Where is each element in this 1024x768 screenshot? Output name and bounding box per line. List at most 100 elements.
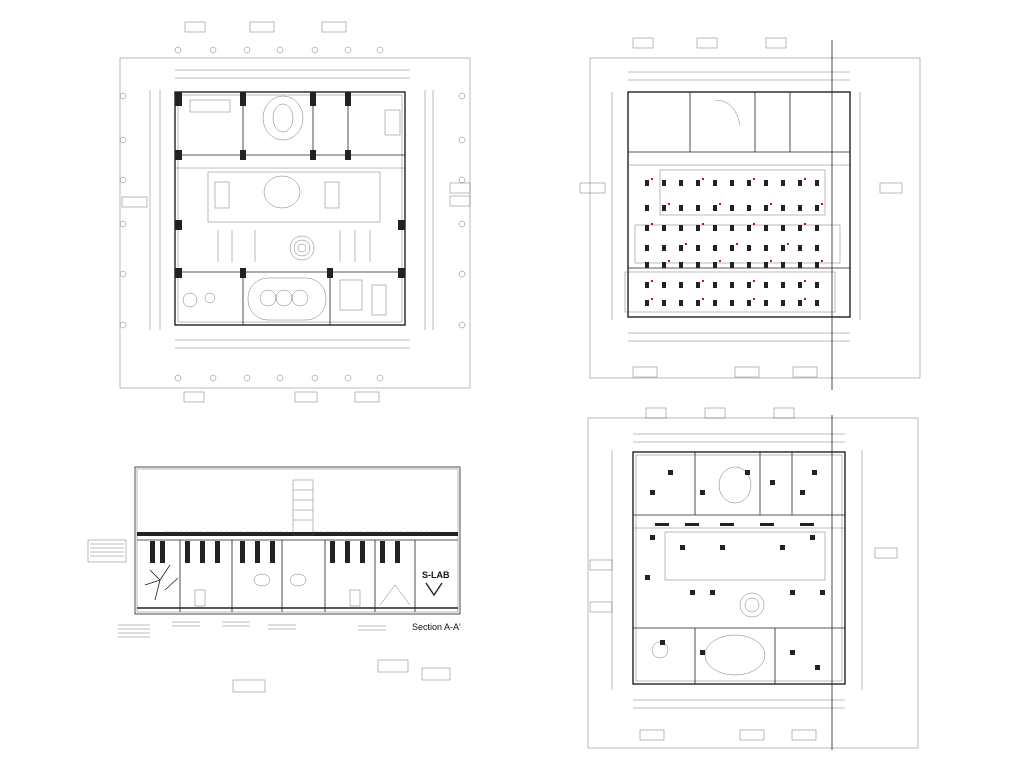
- light-fixture: [798, 282, 802, 288]
- furniture-block: [645, 575, 650, 580]
- light-fixture: [764, 245, 768, 251]
- light-fixture: [679, 282, 683, 288]
- light-marker: [804, 298, 806, 300]
- furniture-block: [720, 545, 725, 550]
- shelf-block: [685, 523, 699, 526]
- light-fixture: [730, 245, 734, 251]
- light-fixture: [662, 245, 666, 251]
- light-fixture: [747, 300, 751, 306]
- pendant-fixture: [330, 541, 335, 563]
- pendant-fixture: [270, 541, 275, 563]
- furniture-block: [745, 470, 750, 475]
- furniture-block: [668, 470, 673, 475]
- light-fixture: [696, 262, 700, 268]
- light-fixture: [798, 205, 802, 211]
- light-fixture: [679, 180, 683, 186]
- light-fixture: [730, 282, 734, 288]
- light-marker: [651, 178, 653, 180]
- light-marker: [787, 243, 789, 245]
- light-fixture: [730, 262, 734, 268]
- light-fixture: [730, 205, 734, 211]
- light-fixture: [764, 282, 768, 288]
- furniture-block: [700, 490, 705, 495]
- light-fixture: [781, 282, 785, 288]
- pendant-fixture: [200, 541, 205, 563]
- light-fixture: [764, 180, 768, 186]
- light-marker: [651, 280, 653, 282]
- light-fixture: [815, 225, 819, 231]
- s-lab-v-mark: [425, 582, 443, 597]
- light-fixture: [679, 300, 683, 306]
- shelf-block: [720, 523, 734, 526]
- light-fixture: [798, 245, 802, 251]
- light-fixture: [747, 245, 751, 251]
- pendant-fixture: [395, 541, 400, 563]
- furniture-block: [680, 545, 685, 550]
- light-fixture: [781, 180, 785, 186]
- light-marker: [668, 260, 670, 262]
- light-fixture: [696, 180, 700, 186]
- light-fixture: [747, 180, 751, 186]
- light-marker: [770, 260, 772, 262]
- light-fixture: [713, 262, 717, 268]
- light-marker: [668, 203, 670, 205]
- light-marker: [821, 203, 823, 205]
- light-fixture: [815, 205, 819, 211]
- pendant-fixture: [160, 541, 165, 563]
- light-fixture: [730, 180, 734, 186]
- light-marker: [651, 223, 653, 225]
- light-fixture: [781, 205, 785, 211]
- pendant-fixture: [380, 541, 385, 563]
- furniture-block: [770, 480, 775, 485]
- light-fixture: [696, 300, 700, 306]
- light-fixture: [798, 262, 802, 268]
- light-fixture: [662, 262, 666, 268]
- light-marker: [702, 298, 704, 300]
- light-marker: [753, 223, 755, 225]
- light-fixture: [662, 300, 666, 306]
- light-marker: [651, 298, 653, 300]
- light-marker: [685, 243, 687, 245]
- light-fixture: [713, 205, 717, 211]
- light-marker: [702, 223, 704, 225]
- light-marker: [719, 260, 721, 262]
- light-marker: [753, 178, 755, 180]
- light-fixture: [645, 225, 649, 231]
- light-fixture: [713, 282, 717, 288]
- furniture-block: [650, 490, 655, 495]
- pendant-fixture: [360, 541, 365, 563]
- pendant-fixture: [345, 541, 350, 563]
- light-fixture: [696, 245, 700, 251]
- light-fixture: [713, 180, 717, 186]
- light-fixture: [815, 282, 819, 288]
- light-fixture: [645, 180, 649, 186]
- light-fixture: [730, 225, 734, 231]
- light-fixture: [662, 205, 666, 211]
- furniture-block: [800, 490, 805, 495]
- light-fixture: [815, 245, 819, 251]
- light-fixture: [662, 225, 666, 231]
- light-marker: [719, 203, 721, 205]
- light-fixture: [815, 180, 819, 186]
- light-fixture: [713, 225, 717, 231]
- light-fixture: [764, 205, 768, 211]
- furniture-block: [812, 470, 817, 475]
- light-fixture: [764, 300, 768, 306]
- floor-plan: [119, 21, 471, 403]
- light-fixture: [679, 245, 683, 251]
- light-marker: [821, 260, 823, 262]
- light-fixture: [679, 225, 683, 231]
- furniture-block: [815, 665, 820, 670]
- light-marker: [702, 178, 704, 180]
- light-fixture: [662, 180, 666, 186]
- light-fixture: [798, 300, 802, 306]
- furniture-block: [790, 650, 795, 655]
- light-fixture: [781, 262, 785, 268]
- light-fixture: [645, 300, 649, 306]
- furniture-block: [790, 590, 795, 595]
- pendant-fixture: [150, 541, 155, 563]
- furniture-block: [660, 640, 665, 645]
- lighting-plan: [579, 37, 921, 390]
- furniture-block: [820, 590, 825, 595]
